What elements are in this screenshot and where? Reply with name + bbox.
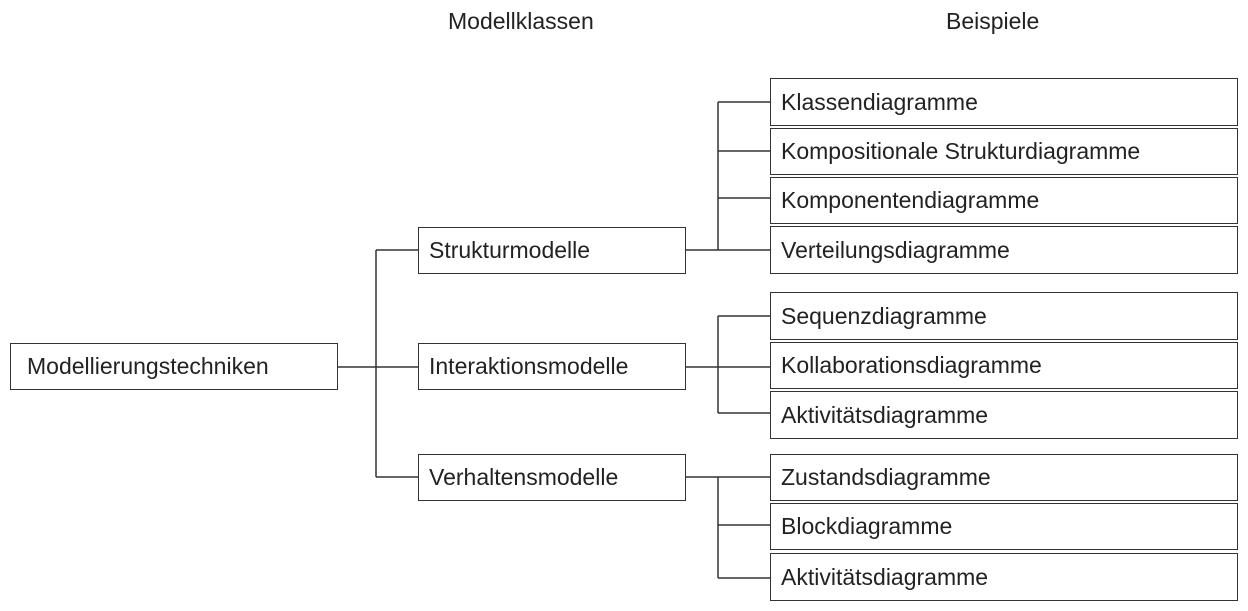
example-node: Klassendiagramme bbox=[770, 78, 1238, 126]
heading-examples: Beispiele bbox=[946, 8, 1040, 34]
heading-model-classes: Modellklassen bbox=[448, 8, 594, 34]
class-node-behavior: Verhaltensmodelle bbox=[418, 454, 686, 501]
example-node: Verteilungsdiagramme bbox=[770, 226, 1238, 274]
example-node: Kollaborationsdiagramme bbox=[770, 342, 1238, 389]
class-node-structure: Strukturmodelle bbox=[418, 227, 686, 274]
example-node: Aktivitätsdiagramme bbox=[770, 553, 1238, 601]
example-node: Sequenzdiagramme bbox=[770, 292, 1238, 340]
example-node: Kompositionale Strukturdiagramme bbox=[770, 128, 1238, 175]
root-node: Modellierungstechniken bbox=[10, 343, 338, 390]
class-node-interaction: Interaktionsmodelle bbox=[418, 343, 686, 390]
example-node: Zustandsdiagramme bbox=[770, 454, 1238, 501]
example-node: Komponentendiagramme bbox=[770, 177, 1238, 224]
example-node: Blockdiagramme bbox=[770, 503, 1238, 550]
example-node: Aktivitätsdiagramme bbox=[770, 391, 1238, 439]
